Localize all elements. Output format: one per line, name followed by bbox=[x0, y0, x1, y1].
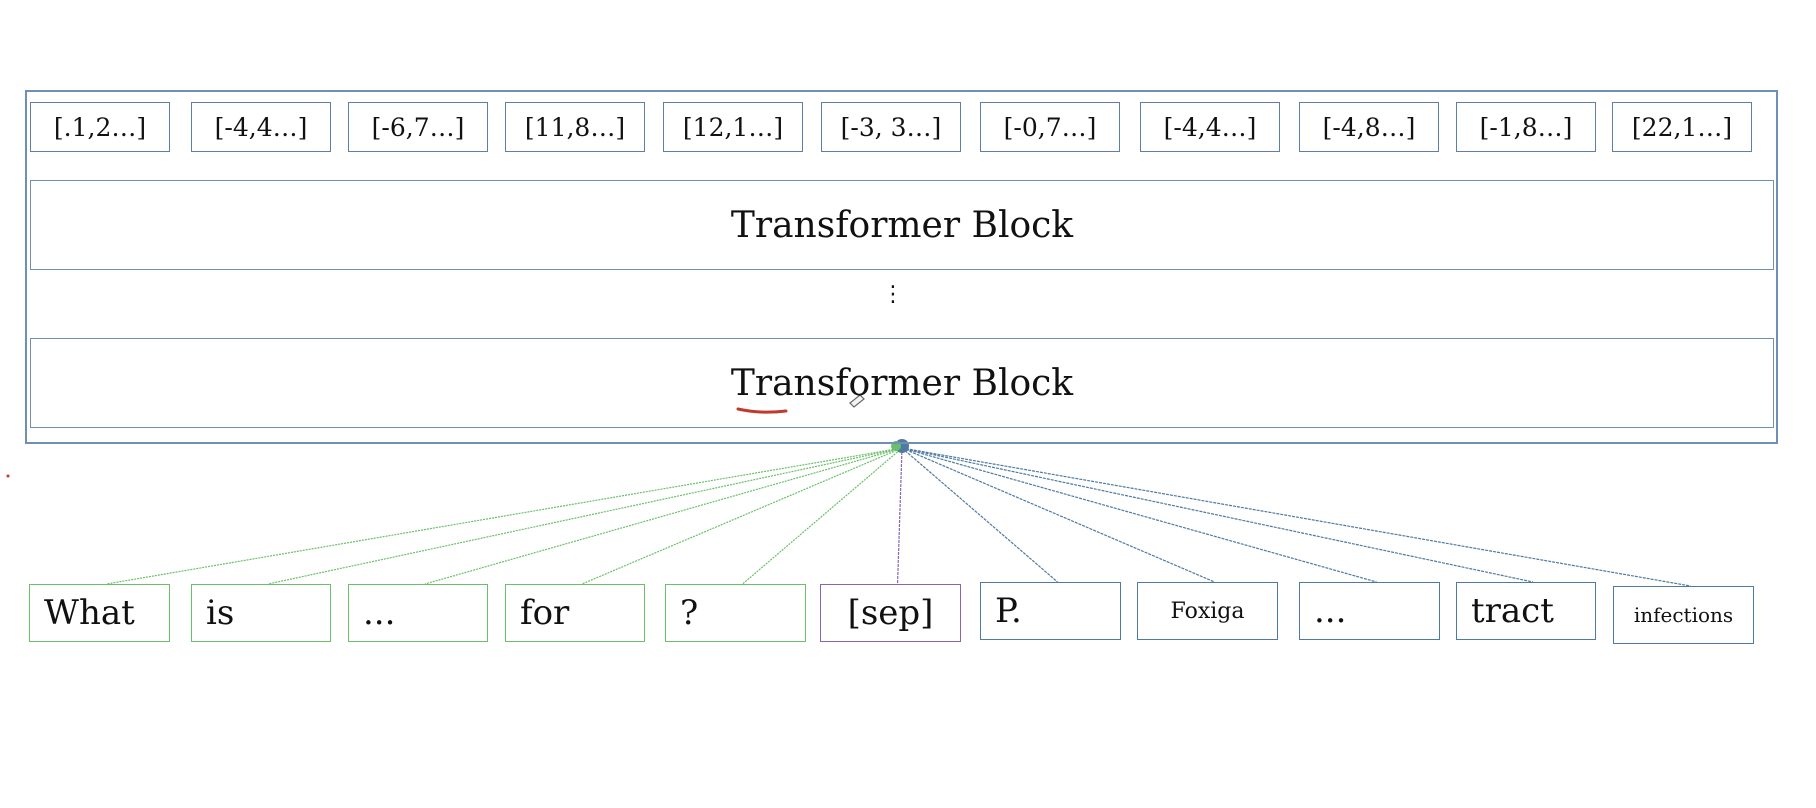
attention-line-11 bbox=[901, 447, 1691, 587]
output-vector-5: [12,1…] bbox=[663, 102, 803, 152]
output-vector-2: [-4,4…] bbox=[191, 102, 331, 152]
input-token-what: What bbox=[29, 584, 170, 642]
attention-line-8 bbox=[901, 447, 1215, 583]
input-token-sep: [sep] bbox=[820, 584, 961, 642]
attention-line-2 bbox=[267, 447, 903, 585]
output-vector-8: [-4,4…] bbox=[1140, 102, 1280, 152]
attention-line-7 bbox=[901, 447, 1058, 583]
attention-line-6 bbox=[896, 447, 903, 585]
transformer-block-bottom: Transformer Block bbox=[30, 338, 1774, 428]
output-vector-11: [22,1…] bbox=[1612, 102, 1752, 152]
output-vector-1: [.1,2…] bbox=[30, 102, 170, 152]
stray-annotation-dot bbox=[6, 474, 10, 478]
transformer-block-bottom-label: Transformer Block bbox=[730, 362, 1074, 404]
input-token-p: P. bbox=[980, 582, 1121, 640]
attention-line-3 bbox=[424, 447, 903, 585]
input-token-is: is bbox=[191, 584, 331, 642]
input-token-infections: infections bbox=[1613, 586, 1754, 644]
attention-line-4 bbox=[581, 447, 903, 585]
output-vector-7: [-0,7…] bbox=[980, 102, 1120, 152]
input-token-for: for bbox=[505, 584, 645, 642]
attention-line-1 bbox=[106, 447, 903, 585]
attention-line-5 bbox=[742, 447, 903, 585]
input-token-question-mark: ? bbox=[665, 584, 806, 642]
input-token-foxiga: Foxiga bbox=[1137, 582, 1278, 640]
layer-ellipsis: ⋮ bbox=[882, 282, 904, 307]
transformer-stack-frame bbox=[25, 90, 1778, 444]
pen-cursor-icon bbox=[849, 394, 865, 408]
input-token-tract: tract bbox=[1456, 582, 1596, 640]
red-underline-annotation bbox=[736, 407, 788, 414]
output-vector-4: [11,8…] bbox=[505, 102, 645, 152]
input-token-ellipsis-context: ... bbox=[1299, 582, 1440, 640]
transformer-block-top: Transformer Block bbox=[30, 180, 1774, 270]
output-vector-3: [-6,7…] bbox=[348, 102, 488, 152]
output-vector-10: [-1,8…] bbox=[1456, 102, 1596, 152]
input-token-ellipsis-question: ... bbox=[348, 584, 488, 642]
output-vector-9: [-4,8…] bbox=[1299, 102, 1439, 152]
output-vector-6: [-3, 3…] bbox=[821, 102, 961, 152]
attention-line-9 bbox=[901, 447, 1377, 583]
transformer-block-top-label: Transformer Block bbox=[730, 204, 1074, 246]
attention-line-10 bbox=[901, 447, 1534, 583]
